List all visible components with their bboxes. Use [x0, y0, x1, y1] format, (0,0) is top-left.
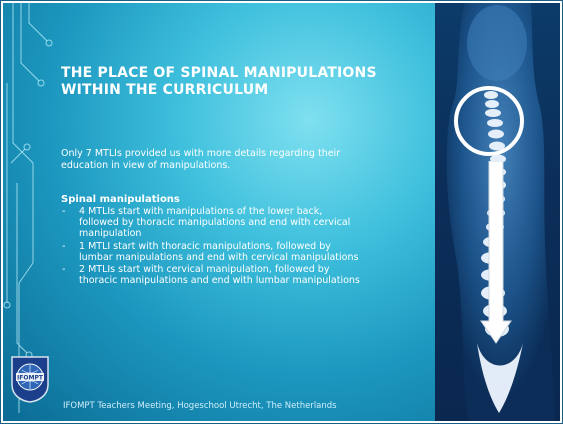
slide-title: THE PLACE OF SPINAL MANIPULATIONS WITHIN…	[61, 65, 377, 98]
bullet-text: 2 MTLIs start with cervical manipulation…	[79, 264, 360, 287]
intro-text: Only 7 MTLIs provided us with more detai…	[61, 148, 341, 171]
bullet-marker: -	[62, 240, 66, 252]
circle-outline-icon	[454, 86, 524, 156]
bullet-text: 1 MTLI start with thoracic manipulations…	[79, 240, 359, 263]
logo-text: IFOMPT	[17, 375, 44, 382]
section-heading: Spinal manipulations	[61, 194, 180, 205]
slide: THE PLACE OF SPINAL MANIPULATIONS WITHIN…	[3, 3, 560, 421]
list-item: - 2 MTLIs start with cervical manipulatio…	[61, 264, 361, 286]
list-item: - 4 MTLIs start with manipulations of the…	[61, 206, 361, 240]
down-arrow-icon	[480, 161, 512, 344]
bullet-text: 4 MTLIs start with manipulations of the …	[79, 206, 351, 240]
bullet-list: - 4 MTLIs start with manipulations of the…	[61, 206, 361, 287]
bullet-marker: -	[62, 206, 66, 217]
footer-text: IFOMPT Teachers Meeting, Hogeschool Utre…	[63, 401, 337, 411]
bullet-marker: -	[62, 264, 66, 276]
ifompt-logo: IFOMPT	[11, 356, 49, 403]
list-item: - 1 MTLI start with thoracic manipulation…	[61, 241, 361, 263]
